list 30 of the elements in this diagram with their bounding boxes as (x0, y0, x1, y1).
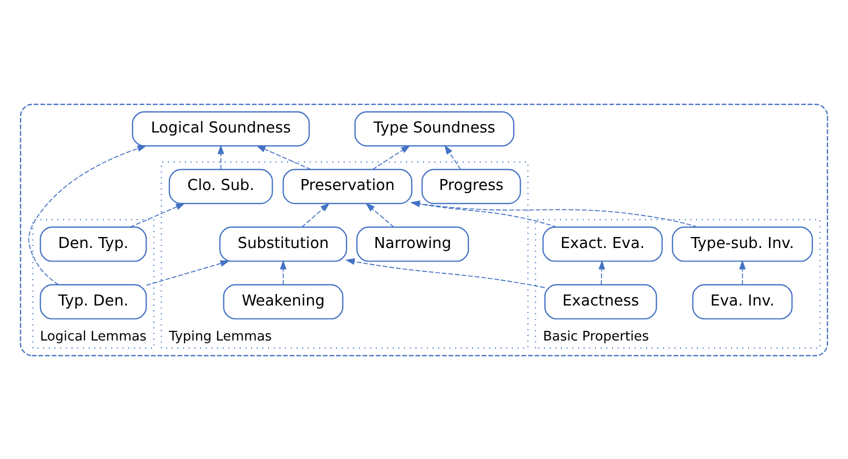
arrow (410, 200, 558, 228)
arrow (598, 259, 606, 285)
node-box: Substitution (219, 226, 348, 262)
arrow (280, 259, 287, 285)
node-box: Logical Soundness (132, 110, 310, 146)
arrow (365, 202, 394, 228)
arrow (301, 202, 330, 228)
arrow (28, 144, 147, 285)
arrow (444, 144, 462, 170)
node-box: Den. Typ. (40, 226, 147, 262)
arrow (218, 144, 224, 170)
node-box: Progress (422, 168, 521, 204)
node-box: Narrowing (356, 226, 470, 262)
node-box: Eva. Inv. (692, 284, 793, 319)
arrow (372, 144, 411, 170)
arrow (410, 200, 698, 228)
node-box: Preservation (282, 168, 412, 204)
node-box: Exactness (544, 284, 658, 319)
node-box: Type Soundness (354, 110, 514, 146)
arrow (256, 144, 312, 170)
arrow (345, 258, 546, 288)
node-box: Type-sub. Inv. (672, 226, 813, 262)
node-box: Weakening (223, 284, 344, 319)
node-box: Clo. Sub. (168, 168, 273, 204)
cluster (20, 103, 828, 356)
arrow (146, 260, 230, 286)
arrow (739, 259, 746, 285)
node-box: Exact. Eva. (542, 226, 663, 262)
node-box: Typ. Den. (40, 284, 147, 319)
arrow (130, 202, 186, 228)
